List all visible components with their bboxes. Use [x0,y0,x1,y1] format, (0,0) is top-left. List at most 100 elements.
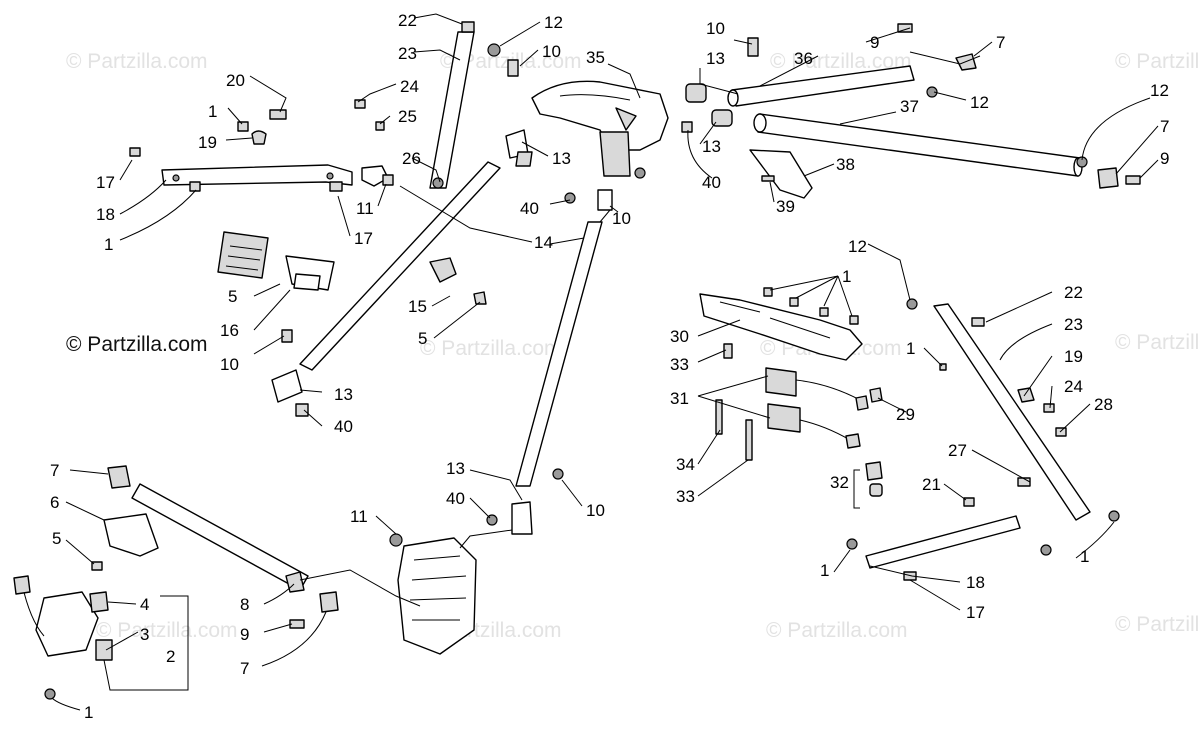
callout-number: 10 [220,355,239,374]
callout-number: 5 [228,287,237,306]
part-bolt [747,37,759,57]
callout-number: 22 [398,11,417,30]
part-detail [409,555,467,621]
callout-number: 29 [896,405,915,424]
callout-number: 7 [1160,117,1169,136]
part-bolt [963,497,975,507]
part-screw [761,175,775,182]
callout-number: 12 [1150,81,1169,100]
part-arrow-marker [615,107,637,131]
part-hole [172,174,180,182]
watermark-text: © Partzilla.com [1115,50,1200,73]
callout-number: 23 [1064,315,1083,334]
part-bushing [711,109,733,127]
watermark-text: © Partzilla.com [66,50,208,73]
callout-number: 5 [418,329,427,348]
credit-text: © Partzilla.com [66,333,208,356]
callout-number: 1 [906,339,915,358]
callout-number: 36 [794,49,813,68]
callout-number: 13 [552,149,571,168]
callout-number: 19 [1064,347,1083,366]
part-wire [795,379,861,441]
part-bolt-long [745,419,753,461]
callout-number: 35 [586,48,605,67]
part-nut [389,533,403,547]
part-cap [107,465,131,489]
part-nut [432,177,444,189]
part-nut [634,167,646,179]
part-cap [869,483,883,497]
part-nut [189,181,201,192]
part-bolt [289,619,305,629]
part-nut [926,86,938,98]
part-bolt [1055,427,1067,437]
part-nut [237,121,249,132]
part-detail [719,301,831,339]
callout-number: 16 [220,321,239,340]
part-connector [429,257,457,283]
callout-number: 32 [830,473,849,492]
watermark-text: © Partzilla.com [770,50,912,73]
part-plug [855,395,869,411]
part-coil [765,367,797,397]
callout-number: 18 [966,573,985,592]
part-tube-lower-right [757,113,1081,177]
part-nut [382,174,394,186]
parts-layer [13,21,1141,700]
part-bracket [1017,387,1035,403]
part-mount-bracket [103,513,159,557]
part-bushing [515,151,533,167]
callout-number: 31 [670,389,689,408]
callout-number: 5 [52,529,61,548]
part-brace-lower-right [865,515,1021,569]
part-bolt [269,109,287,120]
part-bolt [849,315,859,325]
part-harness-bracket [699,293,863,361]
callout-number: 24 [400,77,419,96]
callout-number: 39 [776,197,795,216]
part-screw [91,561,103,571]
callout-number: 40 [446,489,465,508]
callout-number: 2 [166,647,175,666]
part-boot [865,461,883,481]
callout-number: 23 [398,44,417,63]
callout-number: 7 [240,659,249,678]
part-nut [44,688,56,700]
callout-number: 28 [1094,395,1113,414]
part-cap [319,591,339,613]
callout-number: 9 [240,625,249,644]
callout-number: 40 [334,417,353,436]
part-grommet [473,291,487,305]
callout-number: 19 [198,133,217,152]
watermark-text: © Partzilla.com [766,619,908,642]
part-connector [869,387,883,403]
callout-number: 13 [446,459,465,478]
leader-lines [51,13,1159,711]
part-control-module [217,231,269,279]
callout-number: 8 [240,595,249,614]
callout-number: 1 [1080,547,1089,566]
part-plug [845,433,861,449]
part-coil [767,403,801,433]
callout-number: 24 [1064,377,1083,396]
part-plug [13,575,31,595]
part-shaft-diagonal [299,161,501,371]
callout-number: 1 [820,561,829,580]
part-tube-collar [271,369,303,403]
callout-number: 10 [542,42,561,61]
callout-labels: 22 12 23 10 35 24 25 20 1 19 26 13 17 18… [50,11,1169,722]
callout-number: 10 [612,209,631,228]
part-tube-collar [511,501,533,535]
part-column-mount [599,131,631,177]
watermark-text: © Partzilla.com [1115,613,1200,636]
callout-number: 11 [350,507,368,526]
part-hole [326,172,334,180]
callout-number: 7 [50,461,59,480]
part-nut [681,121,693,133]
callout-number: 38 [836,155,855,174]
part-cap [1097,167,1119,189]
part-bolt [971,317,985,327]
callout-number: 1 [84,703,93,722]
callout-number: 9 [1160,149,1169,168]
